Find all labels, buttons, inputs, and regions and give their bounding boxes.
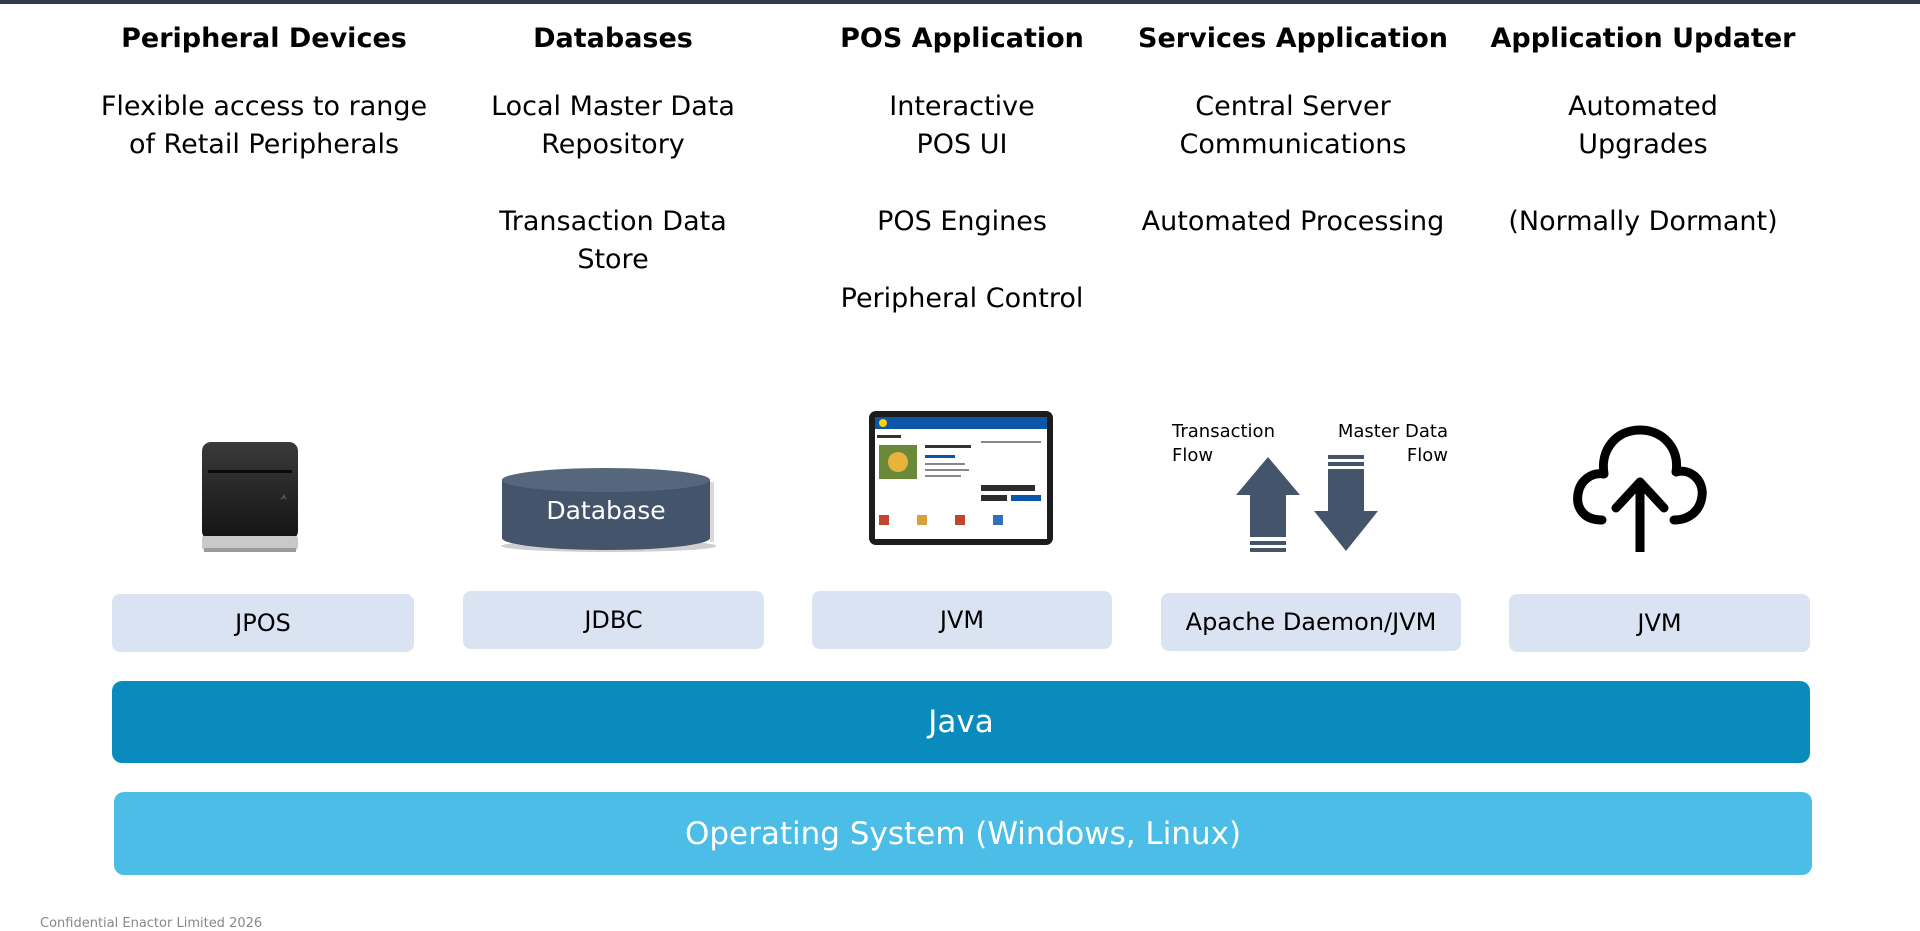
jvm-pill: JVM <box>812 591 1112 649</box>
column-title: Peripheral Devices <box>121 23 407 54</box>
jpos-pill: JPOS <box>112 594 414 652</box>
column-line: Central Server Communications <box>1179 91 1407 160</box>
column-services-application: Services Application Central Server Comm… <box>1128 18 1458 280</box>
updater-jvm-pill: JVM <box>1509 594 1810 652</box>
footer-confidential: Confidential Enactor Limited 2026 <box>40 916 263 931</box>
column-peripheral-devices: Peripheral Devices Flexible access to ra… <box>99 18 429 203</box>
column-line: Local Master Data Repository <box>491 91 735 160</box>
column-databases: Databases Local Master Data Repository T… <box>448 18 778 318</box>
column-line: Flexible access to range of Retail Perip… <box>100 91 428 160</box>
column-pos-application: POS Application Interactive POS UI POS E… <box>797 18 1127 357</box>
column-line: Peripheral Control <box>840 283 1084 314</box>
column-title: Services Application <box>1138 23 1448 54</box>
column-line: (Normally Dormant) <box>1508 206 1778 237</box>
column-line: Automated Processing <box>1141 206 1445 237</box>
receipt-printer-icon <box>202 442 298 552</box>
operating-system-bar: Operating System (Windows, Linux) <box>114 792 1812 875</box>
transaction-flow-label: Transaction Flow <box>1172 421 1275 466</box>
database-label: Database <box>546 496 666 525</box>
cloud-upload-icon <box>1573 425 1707 552</box>
column-application-updater: Application Updater Automated Upgrades (… <box>1478 18 1808 280</box>
java-bar: Java <box>112 681 1810 763</box>
database-icon <box>501 468 716 552</box>
apache-daemon-jvm-pill: Apache Daemon/JVM <box>1161 593 1461 651</box>
column-line: POS Engines <box>877 206 1047 237</box>
column-line: Automated Upgrades <box>1568 91 1718 160</box>
column-title: POS Application <box>840 23 1084 54</box>
column-title: Databases <box>533 23 693 54</box>
flow-arrows-icon <box>1236 455 1378 552</box>
top-border <box>0 0 1920 4</box>
jdbc-pill: JDBC <box>463 591 764 649</box>
pos-tablet-icon <box>869 411 1053 545</box>
master-data-flow-label: Master Data Flow <box>1337 421 1448 466</box>
column-title: Application Updater <box>1490 23 1796 54</box>
column-line: Interactive POS UI <box>889 91 1035 160</box>
column-line: Transaction Data Store <box>499 206 727 275</box>
